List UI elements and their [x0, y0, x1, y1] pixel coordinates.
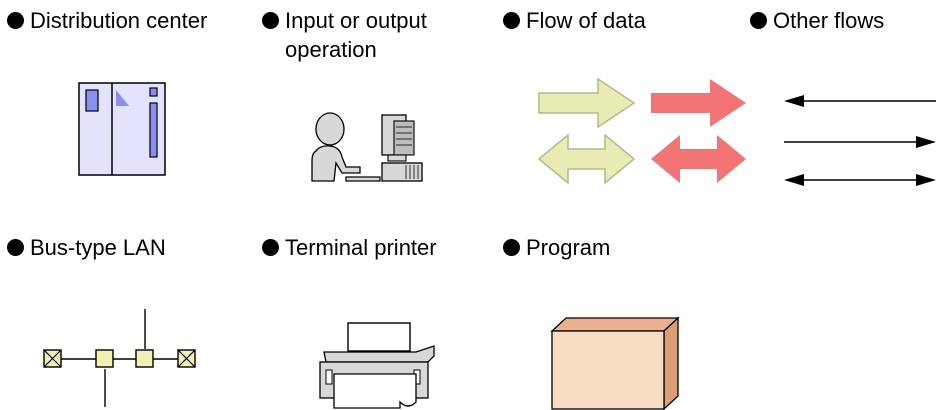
- label-flow-of-data: Flow of data: [526, 8, 646, 33]
- label-bus-type-lan: Bus-type LAN: [30, 235, 166, 260]
- bullet-icon: [262, 239, 279, 256]
- label-io-line-1: Input or output: [285, 8, 427, 33]
- label-terminal-printer: Terminal printer: [285, 235, 437, 260]
- light-arrow-double-icon: [537, 133, 636, 185]
- legend-bus-type-lan: Bus-type LAN: [7, 233, 166, 262]
- legend-distribution-center: Distribution center: [7, 6, 207, 35]
- bus-lan-icon: [43, 309, 196, 407]
- bullet-icon: [7, 239, 24, 256]
- box-icon: [550, 316, 680, 410]
- legend-terminal-printer: Terminal printer: [262, 233, 437, 262]
- bullet-icon: [750, 12, 767, 29]
- label-distribution-center: Distribution center: [30, 8, 208, 33]
- line-arrow-right-icon: [784, 136, 936, 148]
- bullet-icon: [7, 12, 24, 29]
- line-arrow-double-icon: [784, 174, 936, 186]
- bullet-icon: [503, 239, 520, 256]
- red-arrow-right-icon: [651, 79, 746, 127]
- legend-input-output-operation: Input or output operation: [262, 6, 427, 64]
- light-arrow-right-icon: [538, 77, 636, 129]
- label-io-line-2: operation: [285, 37, 377, 62]
- legend-flow-of-data: Flow of data: [503, 6, 646, 35]
- label-other-flows: Other flows: [773, 8, 885, 33]
- label-program: Program: [526, 235, 611, 260]
- printer-icon: [319, 322, 435, 409]
- bullet-icon: [262, 12, 279, 29]
- server-cabinet-icon: [78, 82, 166, 176]
- legend-other-flows: Other flows: [750, 6, 884, 35]
- red-arrow-double-icon: [651, 135, 746, 183]
- line-arrow-left-icon: [784, 95, 936, 107]
- bullet-icon: [503, 12, 520, 29]
- legend-program: Program: [503, 233, 610, 262]
- person-at-computer-icon: [311, 112, 423, 182]
